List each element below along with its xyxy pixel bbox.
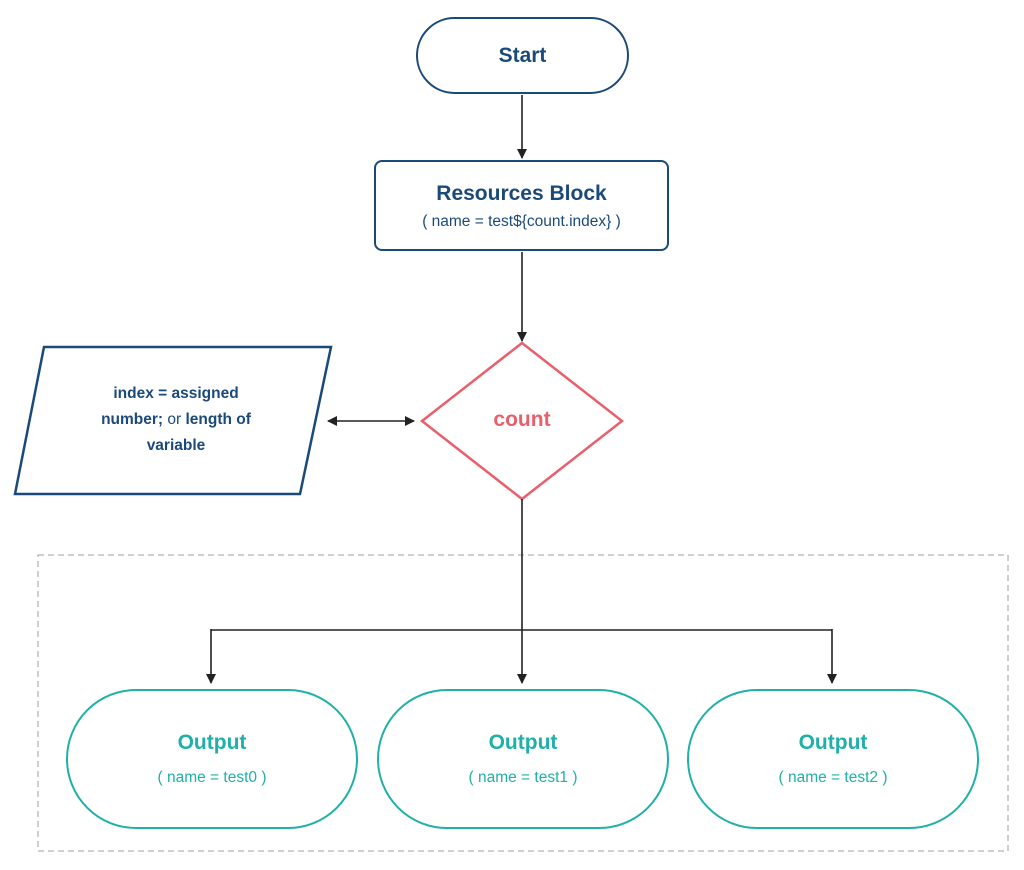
parameter-line-2-bold-b: length of (185, 411, 251, 428)
start-label: Start (498, 43, 547, 67)
parameter-parallelogram (13, 345, 333, 496)
resources-subtitle: ( name = test${count.index} ) (422, 212, 621, 230)
output-0-title: Output (177, 731, 247, 754)
parameter-line-2-bold-a: number; (101, 411, 164, 428)
count-label: count (493, 408, 551, 431)
output-1-title: Output (488, 731, 558, 754)
parameter-line-1-text: index = assigned (113, 385, 239, 402)
parameter-line-3-text: variable (146, 437, 206, 454)
output-node-2: Output ( name = test2 ) (687, 689, 979, 829)
count-node: count (422, 400, 622, 440)
parameter-line-2-regular: or (163, 411, 186, 428)
resources-title: Resources Block (436, 181, 607, 205)
output-node-0: Output ( name = test0 ) (66, 689, 358, 829)
resources-block-node: Resources Block ( name = test${count.ind… (374, 160, 669, 251)
parameter-line-1: index = assigned (113, 381, 238, 407)
output-2-subtitle: ( name = test2 ) (778, 769, 888, 786)
outputs-group-border (37, 554, 1009, 852)
output-0-subtitle: ( name = test0 ) (157, 769, 267, 786)
start-node: Start (416, 17, 629, 94)
parameter-node: index = assigned number; or length of va… (56, 380, 296, 460)
parameter-line-3: variable (147, 433, 206, 459)
output-2-title: Output (798, 731, 868, 754)
output-node-1: Output ( name = test1 ) (377, 689, 669, 829)
parameter-line-2: number; or length of (101, 407, 251, 433)
output-1-subtitle: ( name = test1 ) (468, 769, 578, 786)
